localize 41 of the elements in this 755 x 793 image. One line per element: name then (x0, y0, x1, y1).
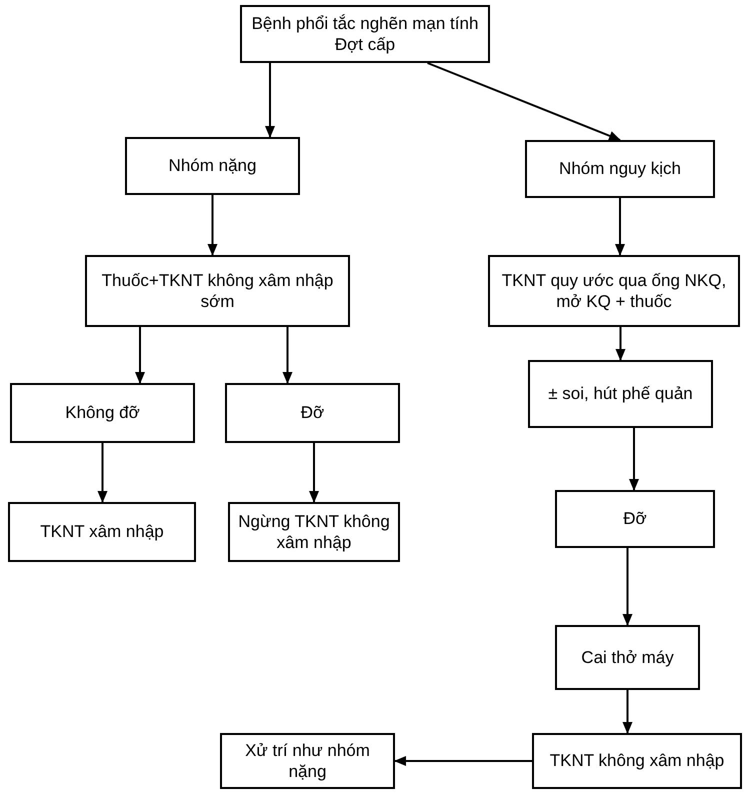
box-label: Cai thở máy (581, 646, 674, 668)
arrow (208, 195, 218, 256)
box-label: Nhóm nguy kịch (559, 158, 681, 180)
box-label: TKNT quy ước qua ống NKQ, mở KQ + thuốc (500, 270, 728, 312)
box-label: Xử trí như nhóm nặng (244, 740, 371, 782)
process-box (85, 255, 350, 327)
box-label: TKNT xâm nhập (40, 521, 164, 543)
process-box (125, 137, 300, 195)
process-box (555, 625, 700, 690)
process-box (8, 502, 196, 562)
process-box (488, 255, 740, 327)
arrow (135, 327, 145, 384)
arrow (622, 690, 632, 734)
process-box (225, 383, 400, 443)
process-box (240, 5, 490, 63)
arrow (282, 327, 292, 384)
box-label: Đỡ (623, 508, 647, 530)
box-label: Thuốc+TKNT không xâm nhập sớm (100, 270, 334, 312)
arrow (629, 428, 639, 491)
arrow (616, 327, 626, 361)
box-label: ± soi, hút phế quản (548, 383, 693, 405)
process-box (220, 733, 395, 789)
arrow (622, 548, 632, 626)
box-label: Nhóm nặng (168, 155, 256, 177)
box-label: TKNT không xâm nhập (550, 750, 724, 772)
arrow (394, 756, 532, 766)
process-box (555, 490, 715, 548)
arrow (615, 198, 625, 256)
process-box (532, 733, 742, 789)
box-label: Bệnh phổi tắc nghẽn mạn tính Đợt cấp (250, 12, 480, 56)
arrow (98, 443, 108, 503)
process-box (525, 140, 715, 198)
box-label: Ngừng TKNT không xâm nhập (237, 510, 391, 554)
process-box (10, 383, 195, 443)
process-box (228, 502, 400, 562)
box-label: Đỡ (300, 402, 324, 424)
arrow (309, 443, 319, 503)
box-label: Không đỡ (65, 402, 140, 424)
arrow (265, 63, 275, 138)
process-box (528, 360, 713, 428)
arrow (427, 62, 621, 141)
